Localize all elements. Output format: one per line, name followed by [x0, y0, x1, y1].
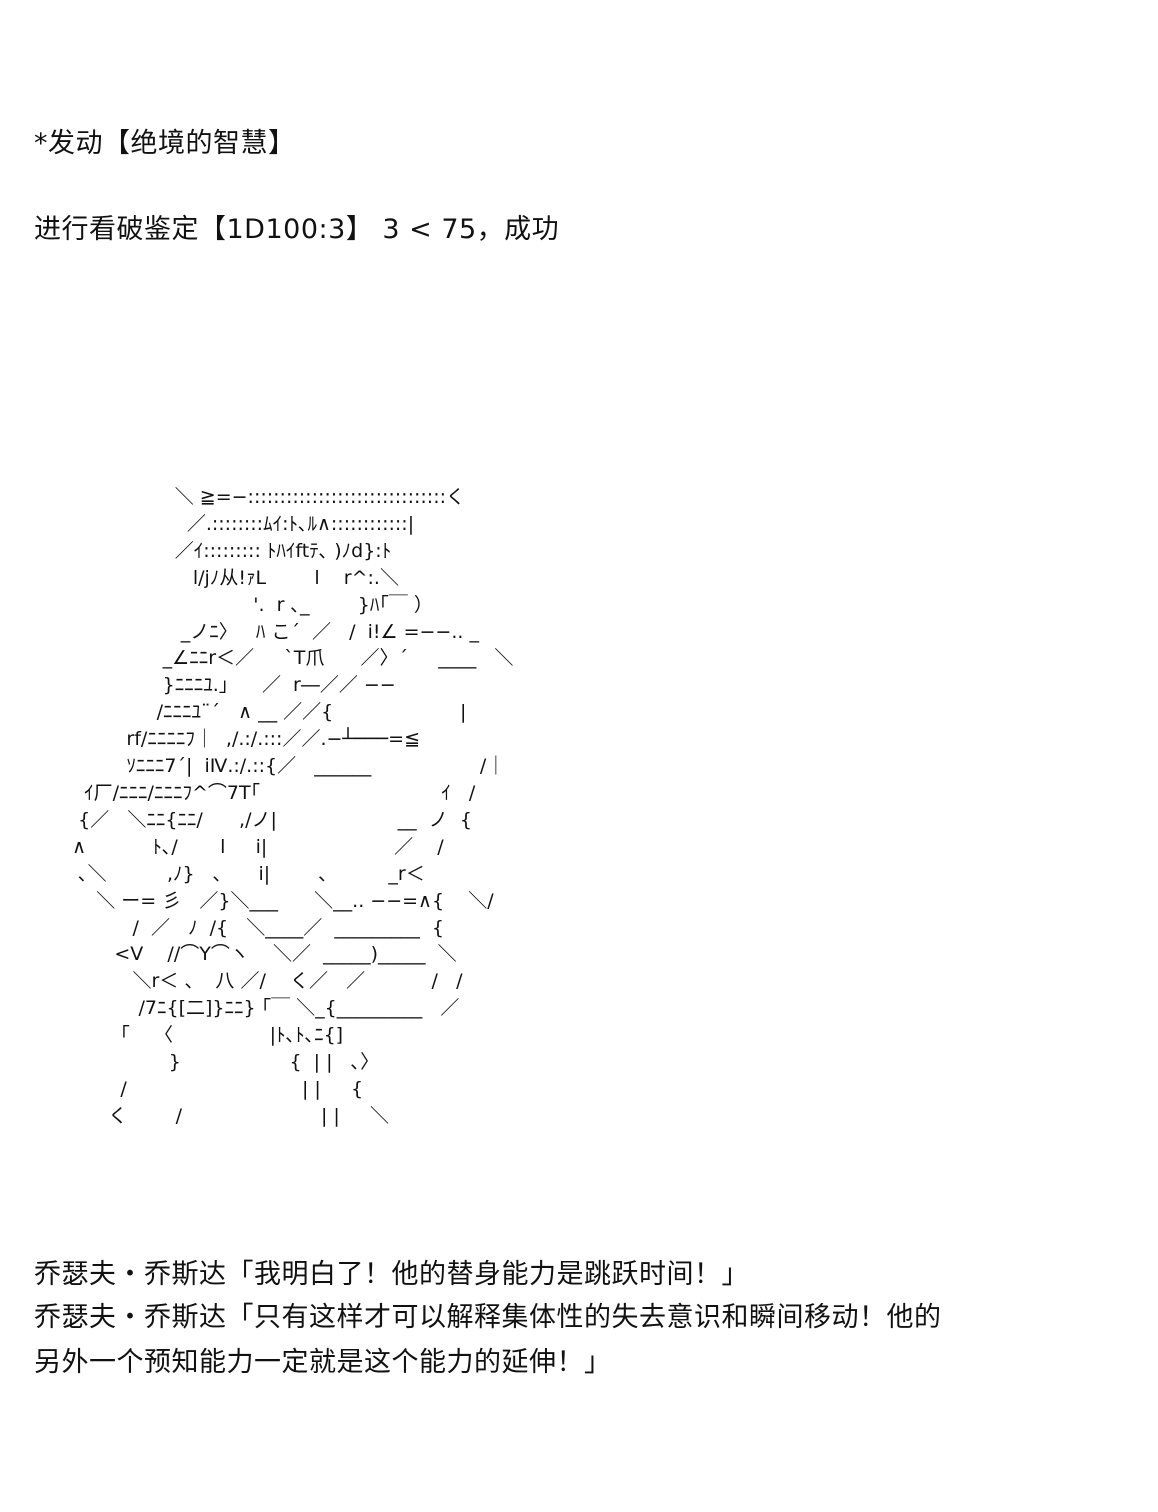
- dialogue-line: 另外一个预知能力一定就是这个能力的延伸！」: [34, 1347, 612, 1378]
- ascii-art-line: } { | | ､〉: [60, 1051, 380, 1074]
- ascii-art-illustration: ＼ ≧=−:::::::::::::::::::::::::::::::く ／.…: [60, 484, 513, 1130]
- ascii-art-line: <V //⌒Y⌒ヽ ＼／ _____)_____ ＼: [60, 943, 457, 966]
- ascii-art-line: く / | | ＼: [60, 1104, 389, 1127]
- ascii-art-line: ／ｲ::::::::: ﾄﾊｲftﾃ､ )ﾉd}:ﾄ: [60, 539, 392, 562]
- ascii-art-line: / ／ ﾉ /{ ＼____／ _________ {: [60, 916, 445, 939]
- ascii-art-line: l/jﾉ从!ｧL l r^:.＼: [60, 566, 399, 589]
- ascii-art-line: ｲ厂/ﾆﾆﾆ/ﾆﾆﾆﾌ^⌒7T｢ ｲ /: [60, 781, 476, 804]
- ascii-art-line: ／.::::::::ﾑｲ:ﾄ､ﾙ∧::::::::::::|: [60, 512, 415, 535]
- ascii-art-line: / | | {: [60, 1077, 364, 1100]
- check-result: 进行看破鉴定【1D100:3】 3 < 75，成功: [34, 214, 560, 245]
- ascii-art-line: /7ﾆ{[二]}ﾆﾆ} ｢￣ ＼_{_________ ／: [60, 997, 460, 1020]
- ascii-art-line: ＼ ー= 彡 ／}＼___ ＼__.. −−=∧{ ＼/: [60, 889, 494, 912]
- ascii-art-line: }ﾆﾆﾆﾕ.」 ／ r―／／ −−: [60, 674, 396, 697]
- dialogue-line: 乔瑟夫・乔斯达「我明白了！他的替身能力是跳跃时间！」: [34, 1259, 749, 1290]
- ascii-art-line: rf/ﾆﾆﾆﾆﾌ｜ ,/.:/.:::／／.−┴───=≦: [60, 728, 420, 751]
- ascii-art-line: '. r ､_ }ﾊ｢￣ ）: [60, 593, 433, 616]
- action-heading: *发动【绝境的智慧】: [34, 128, 296, 159]
- ascii-art-line: ∧ ﾄ､/ l i| ／ /: [60, 835, 444, 858]
- dialogue-line: 乔瑟夫・乔斯达「只有这样才可以解释集体性的失去意识和瞬间移动！他的: [34, 1302, 942, 1333]
- ascii-art-line: {／ ＼ﾆﾆ{ﾆﾆ/ ,/ノ| __ ノ {: [60, 808, 472, 831]
- ascii-art-line: ｿﾆﾆﾆ7´| iⅣ.:/.::{／ ______ /｜: [60, 755, 506, 778]
- ascii-art-line: /ﾆﾆﾆﾕ¨´ ∧ __ ／／{ |: [60, 701, 467, 724]
- ascii-art-line: _∠ﾆﾆr＜／ `T爪 ／〉´ ____ ＼: [60, 647, 514, 670]
- ascii-art-line: _ノﾆ〉 ﾊ こ´ ／ / i!∠ =−−.. _: [60, 620, 479, 643]
- ascii-art-line: ＼r＜ 、 八 ／/ く／ ／ / /: [60, 970, 463, 993]
- ascii-art-line: ＼ ≧=−:::::::::::::::::::::::::::::::く: [60, 486, 465, 508]
- ascii-art-line: ｢ 〈 |ﾄ､ﾄ､ﾆ{]: [60, 1024, 344, 1047]
- ascii-art-line: ､＼ ,ﾉ} ､ i| ､ _r＜: [60, 862, 425, 885]
